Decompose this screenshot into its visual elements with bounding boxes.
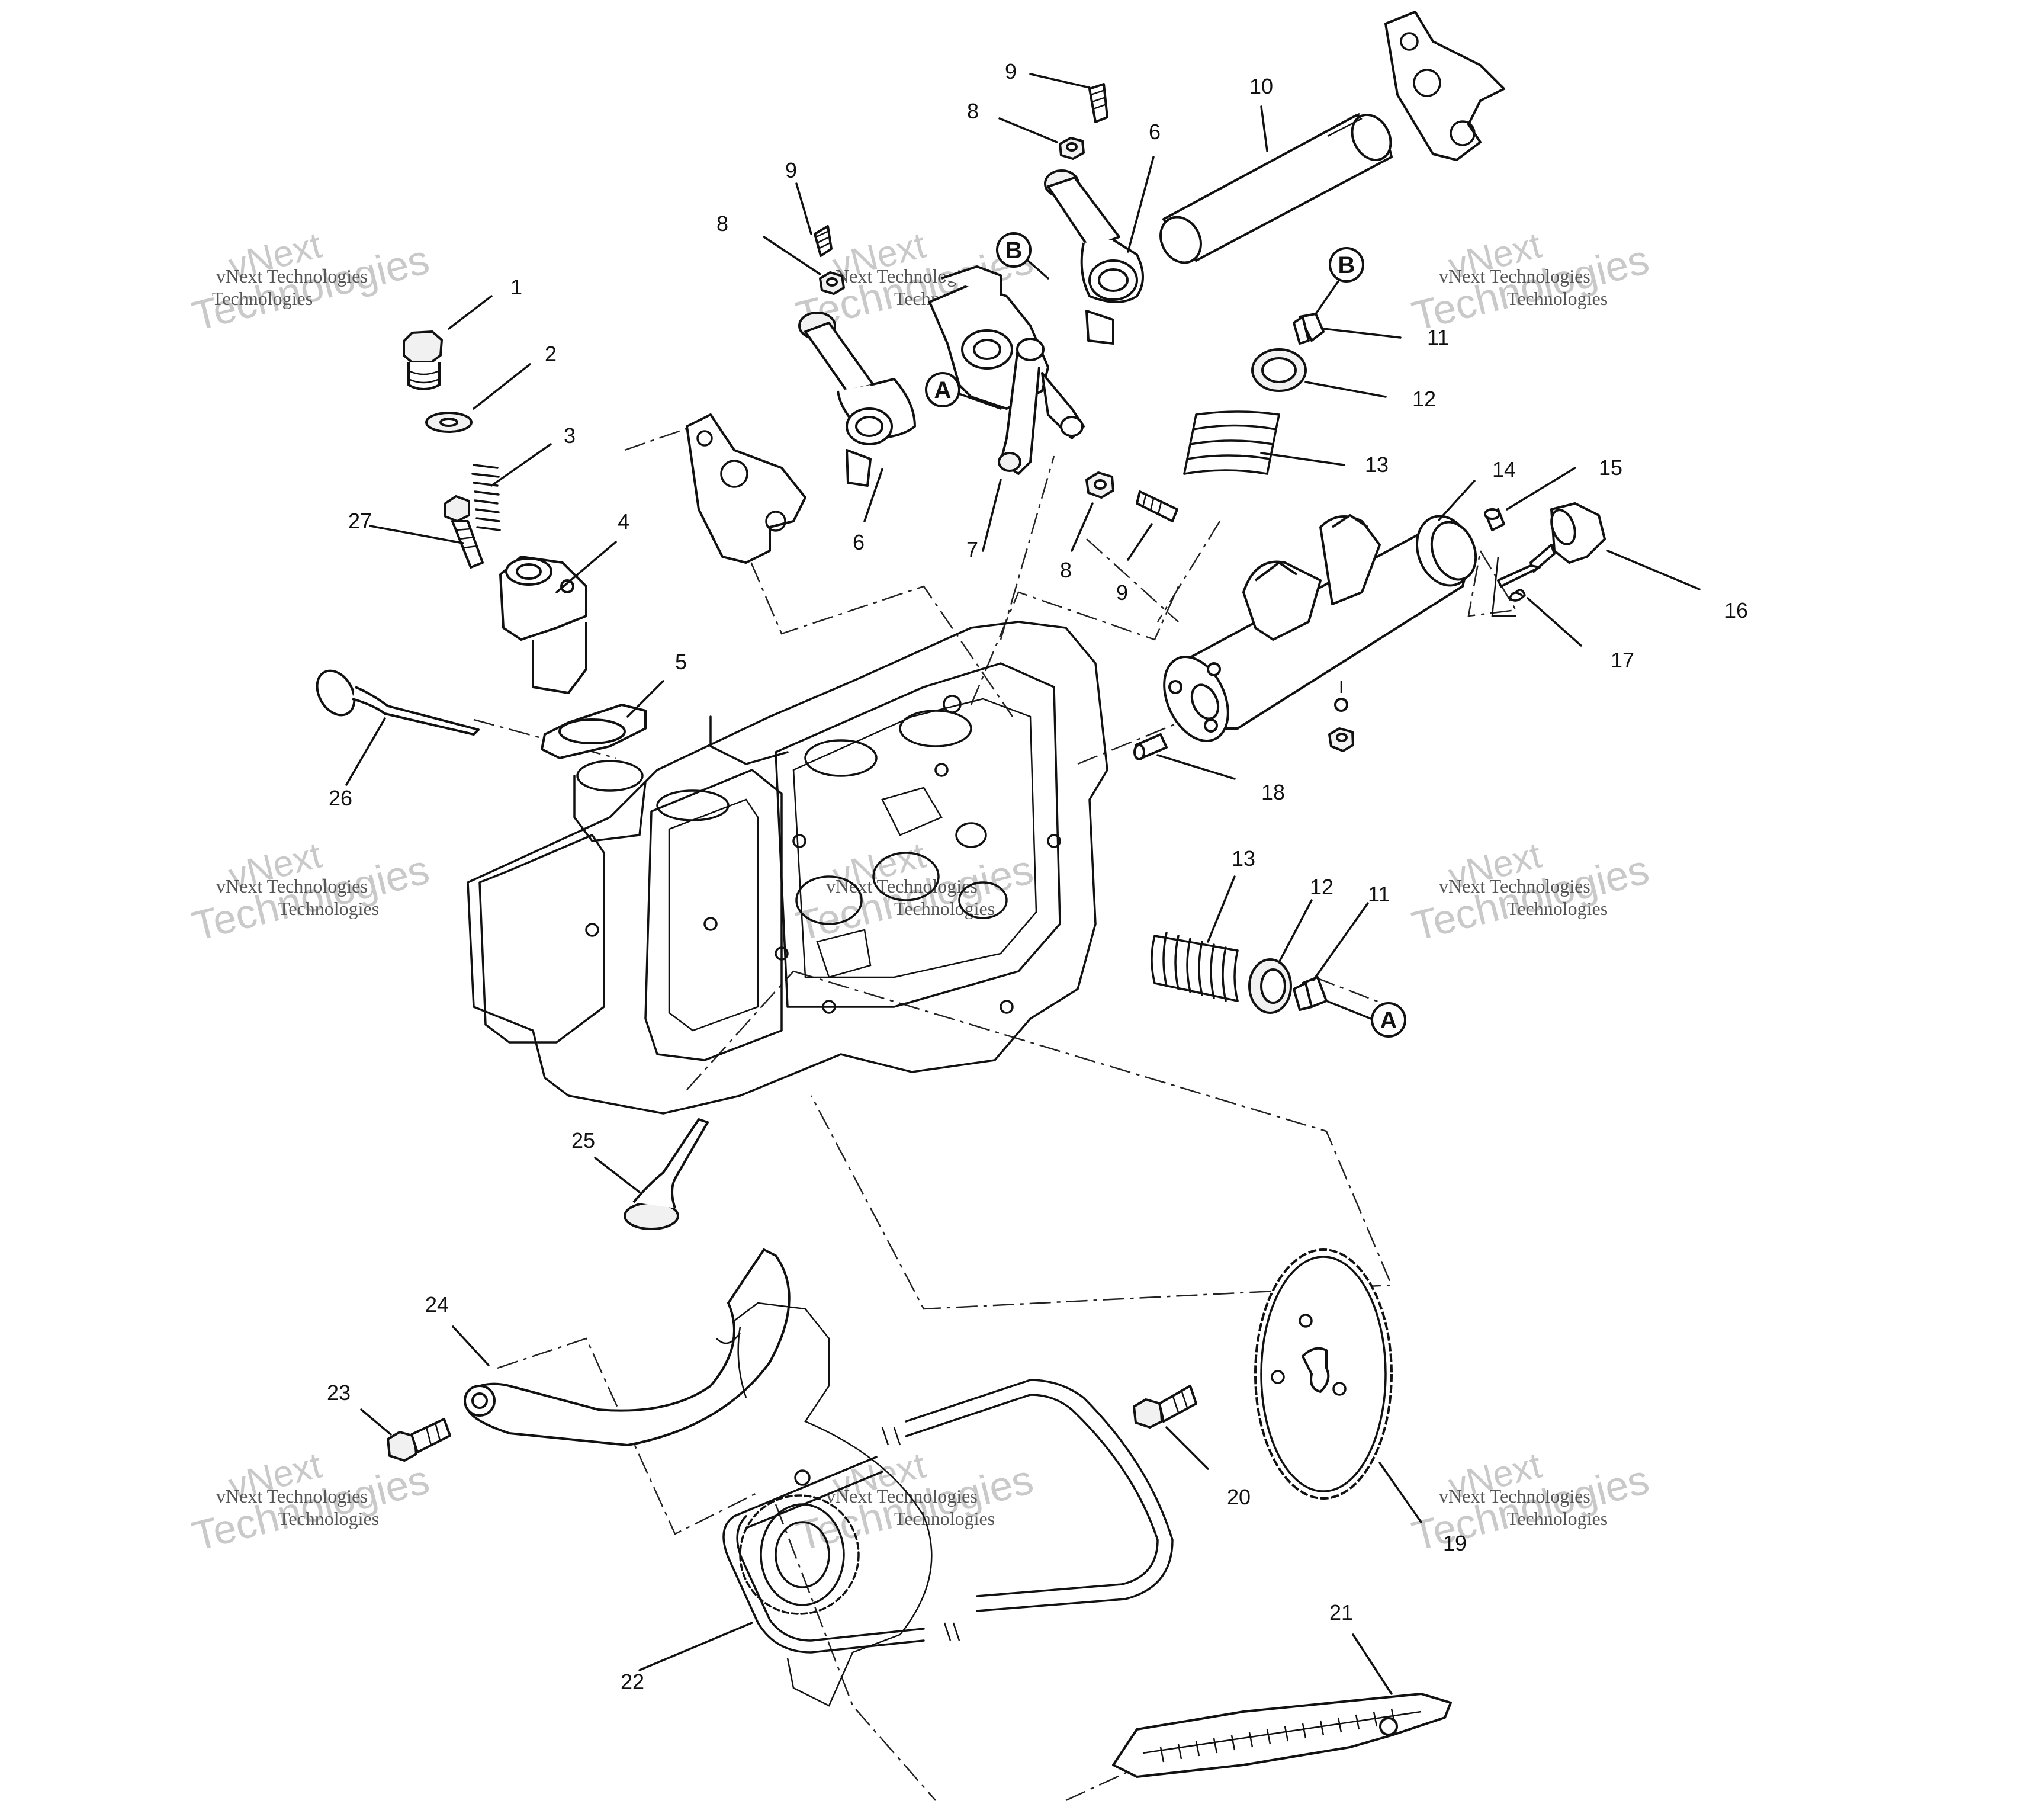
watermark-small-7: vNext Technologies (216, 1485, 368, 1507)
part-8-nut-upper-left (763, 236, 845, 295)
label-12-upper: 12 (1412, 387, 1436, 411)
watermark-small-9b: Technologies (1507, 1508, 1608, 1529)
part-24-chain-guide (452, 1248, 791, 1446)
part-13-spring-lower (1151, 875, 1239, 1002)
label-8-upper-left: 8 (716, 211, 728, 236)
part-22-sprocket-chain (638, 1379, 1174, 1671)
label-20: 20 (1227, 1485, 1251, 1509)
label-26: 26 (329, 786, 352, 810)
part-14-camshaft (1163, 480, 1477, 752)
label-2: 2 (545, 342, 557, 366)
watermark-small-5: vNext Technologies (826, 875, 978, 897)
label-15: 15 (1599, 455, 1622, 480)
part-9-stud-top (1029, 73, 1108, 123)
part-23-bolt (360, 1408, 451, 1462)
cylinder-head (467, 621, 1108, 1115)
label-4: 4 (618, 509, 629, 534)
label-10: 10 (1249, 74, 1273, 98)
watermark-small-1: vNext Technologies (216, 265, 368, 287)
part-4-tensioner (499, 541, 617, 694)
part-26-valve (316, 669, 480, 786)
label-3: 3 (564, 423, 576, 448)
part-7-rocker-bracket (928, 265, 1085, 552)
watermark-small-8: vNext Technologies (826, 1485, 978, 1507)
label-19: 19 (1443, 1531, 1467, 1555)
callout-a-lower: A (1325, 1000, 1406, 1038)
part-8-nut-top (998, 117, 1085, 160)
watermark-small-1b: Technologies (212, 288, 313, 309)
part-2-washer (425, 363, 531, 433)
part-9-stud-upper-left (795, 182, 833, 257)
label-17: 17 (1611, 648, 1634, 672)
watermark-small-8b: Technologies (894, 1508, 995, 1529)
label-9-mid: 9 (1116, 580, 1128, 605)
part-19-cam-sprocket (1254, 1248, 1422, 1523)
label-6-right: 6 (1149, 120, 1161, 144)
svg-text:A: A (1380, 1007, 1397, 1033)
watermark-small-4: vNext Technologies (216, 875, 368, 897)
callout-a-upper: A (925, 372, 1002, 410)
part-6-rocker-arm-left (798, 312, 916, 522)
label-27: 27 (348, 509, 372, 533)
part-3-spring (471, 443, 552, 531)
label-22: 22 (621, 1670, 644, 1694)
label-11-upper: 11 (1427, 325, 1449, 349)
watermark-small-5b: Technologies (894, 898, 995, 919)
label-5: 5 (675, 650, 687, 674)
part-5-gasket (541, 680, 664, 759)
label-21: 21 (1329, 1600, 1353, 1625)
label-8-mid: 8 (1060, 558, 1072, 582)
label-9-upper-left: 9 (785, 158, 797, 182)
watermark-small-9: vNext Technologies (1439, 1485, 1590, 1507)
label-25: 25 (571, 1128, 595, 1153)
watermark-small-7b: Technologies (278, 1508, 379, 1529)
part-12-retainer-upper (1251, 348, 1387, 398)
label-1: 1 (510, 275, 522, 299)
svg-text:A: A (934, 377, 952, 403)
rocker-bracket-top (1384, 11, 1505, 161)
part-1-plug-bolt (403, 295, 493, 390)
label-9-top: 9 (1005, 59, 1017, 84)
part-labels: 1 2 3 4 5 6 6 7 8 8 8 9 9 9 10 11 11 12 … (327, 59, 1748, 1694)
watermark-small-3: vNext Technologies (1439, 265, 1590, 287)
label-7: 7 (966, 537, 978, 561)
svg-text:B: B (1005, 237, 1023, 264)
callout-b-right: B (1315, 247, 1364, 315)
watermark-small-3b: Technologies (1507, 288, 1608, 309)
part-16-decomp-lever (1497, 502, 1701, 590)
label-12-lower: 12 (1310, 875, 1333, 899)
part-25-valve (594, 1118, 709, 1230)
label-8-top: 8 (967, 99, 979, 123)
callout-b-left: B (996, 232, 1049, 280)
part-27-bolt (369, 495, 484, 569)
watermark-small-6b: Technologies (1507, 898, 1608, 919)
watermark-small-4b: Technologies (278, 898, 379, 919)
label-14: 14 (1492, 457, 1516, 482)
label-11-lower: 11 (1368, 882, 1390, 906)
label-16: 16 (1724, 598, 1748, 622)
part-18-dowel (1133, 733, 1236, 780)
svg-text:B: B (1338, 252, 1355, 278)
rocker-bracket-left (686, 413, 806, 564)
label-13-lower: 13 (1232, 846, 1255, 871)
part-9-stud-mid (1127, 490, 1178, 561)
label-13-upper: 13 (1365, 452, 1389, 477)
label-6-left: 6 (853, 530, 865, 554)
part-13-spring-upper (1183, 410, 1345, 475)
part-21-chain-guide (1112, 1633, 1452, 1778)
part-12-retainer-lower (1248, 899, 1313, 1014)
label-23: 23 (327, 1381, 351, 1405)
part-17-spring (1491, 556, 1582, 647)
part-11-keeper-upper (1293, 313, 1402, 345)
label-18: 18 (1261, 780, 1285, 804)
part-15-pin (1484, 467, 1576, 531)
part-8-nut-mid (1071, 471, 1114, 552)
label-24: 24 (425, 1292, 449, 1317)
part-10-rocker-shaft (1159, 105, 1393, 264)
part-6-rocker-arm-right (1044, 156, 1155, 345)
part-20-bolt (1133, 1385, 1209, 1470)
watermark-small-6: vNext Technologies (1439, 875, 1590, 897)
